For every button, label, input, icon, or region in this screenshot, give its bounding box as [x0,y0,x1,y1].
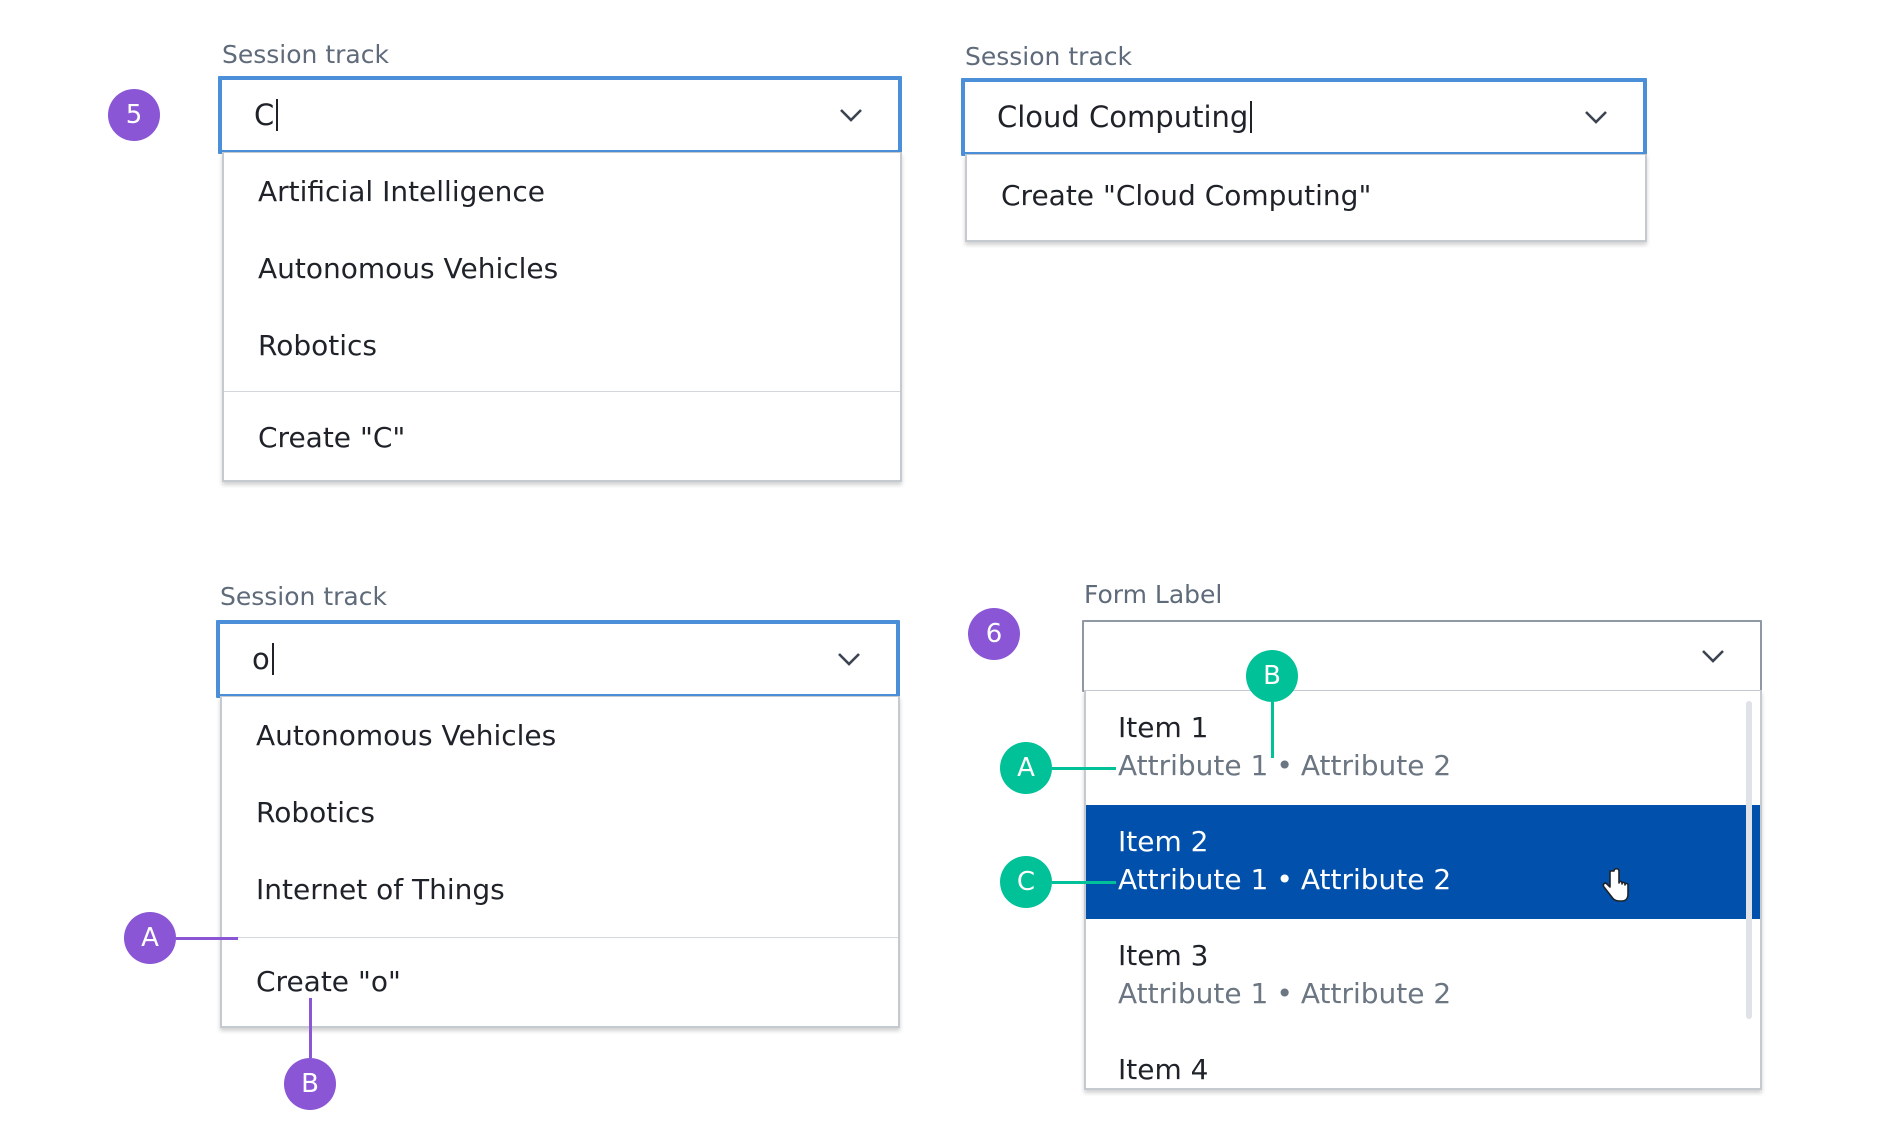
chevron-down-icon[interactable] [1583,109,1609,125]
list-item-4[interactable]: Item 4 [1086,1033,1760,1088]
callout-b-green-line [1271,702,1274,758]
item-title: Item 2 [1118,825,1209,858]
step-badge-6: 6 [968,608,1020,660]
scrollbar-thumb[interactable] [1746,701,1752,1019]
combo2-input[interactable]: Cloud Computing [961,78,1647,156]
callout-a-green: A [1000,742,1052,794]
callout-a-purple: A [124,912,176,964]
chevron-down-icon[interactable] [836,651,862,667]
callout-b-purple: B [284,1058,336,1110]
combo1-option-2[interactable]: Autonomous Vehicles [258,252,559,285]
item-title: Item 4 [1118,1053,1209,1086]
step-badge-5: 5 [108,89,160,141]
combo2-create-option[interactable]: Create "Cloud Computing" [1001,179,1372,212]
combo3-input[interactable]: o [216,620,900,698]
item-attributes: Attribute 1•Attribute 2 [1118,977,1452,1010]
combo3-create-option[interactable]: Create "o" [256,965,401,998]
combo3-label: Session track [220,582,387,611]
hand-pointer-icon [1602,867,1629,902]
combo4-input[interactable] [1082,620,1762,692]
combo2-value: Cloud Computing [997,100,1252,134]
callout-a-green-line [1052,767,1116,770]
item-attributes: Attribute 1•Attribute 2 [1118,863,1452,896]
list-item-3[interactable]: Item 3 Attribute 1•Attribute 2 [1086,919,1760,1033]
combo1-label: Session track [222,40,389,69]
combo4-label: Form Label [1084,580,1223,609]
combo3-option-1[interactable]: Autonomous Vehicles [256,719,557,752]
callout-a-line [176,937,238,940]
item-title: Item 1 [1118,711,1209,744]
combo3-divider [222,937,898,938]
callout-b-line [309,998,312,1058]
combo1-input[interactable]: C [218,76,902,154]
list-item-1[interactable]: Item 1 Attribute 1•Attribute 2 [1086,691,1760,805]
combo1-option-3[interactable]: Robotics [258,329,377,362]
callout-b-green: B [1246,650,1298,702]
combo1-create-option[interactable]: Create "C" [258,421,406,454]
callout-c-green: C [1000,856,1052,908]
combo1-menu: Artificial Intelligence Autonomous Vehic… [222,152,902,482]
combo2-label: Session track [965,42,1132,71]
callout-c-green-line [1052,881,1116,884]
combo2-menu: Create "Cloud Computing" [965,154,1647,242]
combo3-menu: Autonomous Vehicles Robotics Internet of… [220,696,900,1028]
chevron-down-icon[interactable] [1700,648,1726,664]
combo1-option-1[interactable]: Artificial Intelligence [258,175,545,208]
chevron-down-icon[interactable] [838,107,864,123]
item-attributes: Attribute 1•Attribute 2 [1118,749,1452,782]
combo4-menu: Item 1 Attribute 1•Attribute 2 Item 2 At… [1084,690,1762,1090]
combo1-divider [224,391,900,392]
item-title: Item 3 [1118,939,1209,972]
combo3-value: o [252,642,274,676]
list-item-2-selected[interactable]: Item 2 Attribute 1•Attribute 2 [1086,805,1760,919]
combo3-option-2[interactable]: Robotics [256,796,375,829]
combo3-option-3[interactable]: Internet of Things [256,873,505,906]
combo1-value: C [254,98,278,132]
